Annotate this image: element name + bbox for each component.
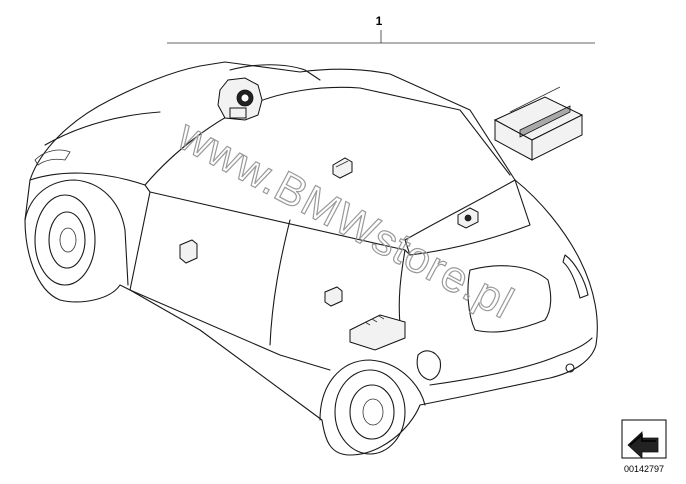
roof-module-icon	[217, 77, 263, 121]
arrow-orientation-icon	[621, 419, 667, 459]
hatch-module-icon	[457, 207, 479, 229]
interior-module-icon	[332, 157, 353, 179]
door-module-icon	[179, 239, 198, 264]
side-module-icon	[324, 286, 343, 307]
callout-bracket	[167, 30, 595, 44]
car-outline-icon	[24, 61, 598, 456]
diagram-id: 00142797	[624, 464, 664, 474]
control-unit-icon	[349, 314, 406, 351]
package-box-icon	[493, 86, 584, 161]
callout-number: 1	[376, 14, 383, 28]
